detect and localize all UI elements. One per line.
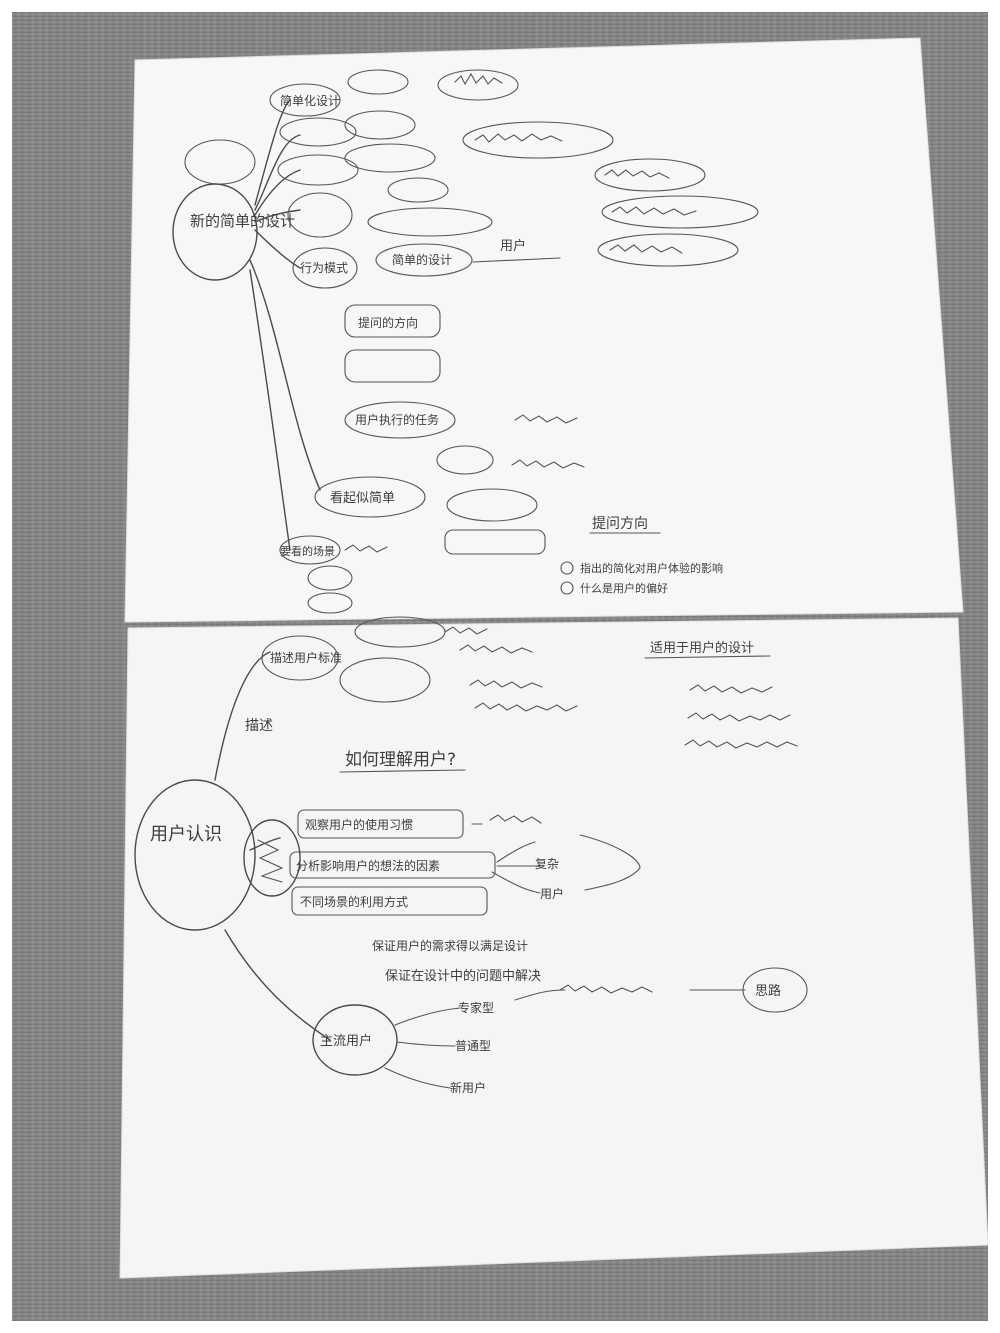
top-ask-node: 提问的方向	[358, 315, 418, 330]
bottom-type-3: 新用户	[450, 1080, 486, 1095]
bottom-note-b: 保证在设计中的问题中解决	[385, 968, 541, 984]
top-task-node: 用户执行的任务	[355, 412, 439, 427]
top-branch-3: 看起似简单	[330, 490, 395, 506]
bottom-right-2: 用户	[540, 886, 564, 901]
top-branch-4: 要看的场景	[280, 544, 335, 558]
top-central-label: 新的简单的设计	[190, 212, 295, 230]
bottom-right-1: 复杂	[535, 857, 559, 871]
bottom-type-1: 专家型	[458, 1000, 494, 1015]
bottom-note-a: 保证用户的需求得以满足设计	[372, 938, 528, 953]
bottom-group-a: 主流用户	[320, 1033, 372, 1049]
top-branch-1: 简单化设计	[280, 94, 340, 108]
top-paper-sheet: 新的简单的设计 简单化设计 行为模式 简单的设计 用户	[124, 37, 964, 623]
bottom-cloud-label: 思路	[755, 983, 781, 999]
top-users-node: 简单的设计	[392, 252, 452, 267]
bottom-type-2: 普通型	[455, 1039, 491, 1053]
bottom-central-label: 用户认识	[150, 824, 222, 845]
top-branch-2: 行为模式	[300, 261, 348, 275]
bottom-design-title: 适用于用户的设计	[650, 640, 754, 656]
bottom-describe: 描述	[245, 718, 273, 734]
bottom-line-2: 分析影响用户的想法的因素	[296, 858, 440, 873]
bottom-line-1: 观察用户的使用习惯	[305, 817, 413, 832]
bottom-paper-sheet: 用户认识 描述用户标准 描述 适用于用户的设计 如何理解用户? 观察用户的使用习…	[119, 616, 988, 1279]
top-question-title: 提问方向	[592, 516, 648, 532]
sketch-scene: 新的简单的设计 简单化设计 行为模式 简单的设计 用户	[119, 37, 988, 1279]
top-question-2: 什么是用户的偏好	[580, 581, 668, 595]
bottom-describe-std: 描述用户标准	[270, 650, 342, 665]
photo-background: 新的简单的设计 简单化设计 行为模式 简单的设计 用户	[12, 12, 988, 1321]
top-question-1: 指出的简化对用户体验的影响	[580, 561, 723, 575]
bottom-line-3: 不同场景的利用方式	[300, 894, 408, 909]
bottom-how-title: 如何理解用户?	[345, 750, 456, 770]
top-user-label: 用户	[500, 238, 526, 254]
